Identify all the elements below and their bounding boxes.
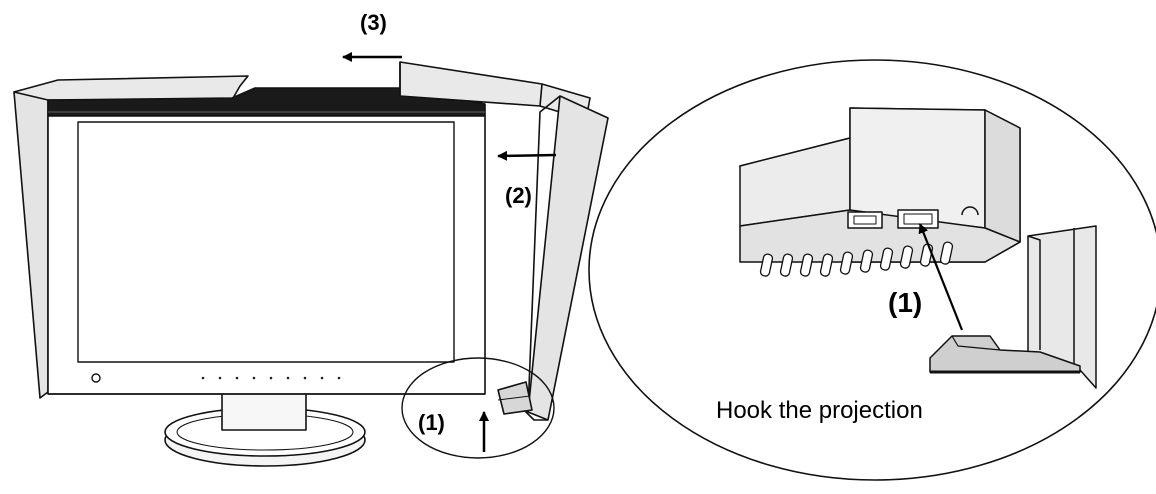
detail-callout-small	[401, 357, 555, 459]
step-2-label: (2)	[505, 183, 532, 208]
detail-hood-panel	[929, 225, 1097, 389]
detail-caption: Hook the projection	[716, 397, 923, 424]
step-3-label: (3)	[360, 10, 387, 35]
power-button-icon	[91, 373, 101, 383]
monitor-group	[13, 61, 609, 467]
stand-neck	[221, 391, 307, 431]
monitor-screen	[77, 121, 455, 363]
step-1-label: (1)	[418, 410, 445, 435]
detail-monitor-underside	[739, 107, 1021, 277]
arrow-icon	[918, 223, 964, 331]
arrow-icon	[497, 150, 557, 161]
detail-step-1-label: (1)	[888, 287, 922, 318]
hood-left-panel	[13, 83, 49, 399]
control-buttons	[201, 376, 341, 380]
hood-top-left	[13, 75, 249, 101]
